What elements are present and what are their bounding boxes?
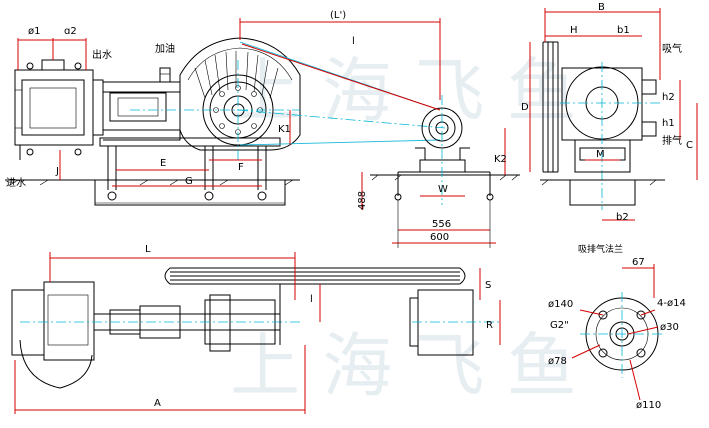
flange-detail: 吸排气法兰 67 ø140 4-ø14 G2" ø30 ø78 ø110 (548, 243, 686, 411)
label-488: 488 (357, 191, 368, 210)
label-S: S (485, 280, 491, 291)
label-b2: b2 (616, 212, 629, 223)
side-dimensions: B H b1 吸气 D h2 h1 C 排气 M b2 (521, 2, 698, 223)
label-exhaust2: 排气 (662, 134, 682, 147)
label-G2: G2" (550, 320, 569, 331)
flange-title: 吸排气法兰 (578, 243, 623, 255)
label-C: C (686, 140, 693, 151)
label-b1: b1 (617, 25, 630, 36)
watermark-top: 上 海 飞 鱼 (230, 50, 577, 132)
watermark: 上 海 飞 鱼 上 海 飞 鱼 (230, 50, 577, 407)
label-F: F (238, 162, 244, 173)
label-600: 600 (430, 232, 449, 243)
label-inlet: 进水 (6, 177, 26, 189)
front-view (5, 37, 520, 206)
label-78: ø78 (548, 356, 567, 367)
label-a2: ɑ2 (64, 26, 77, 37)
label-outlet: 出水 (92, 48, 112, 61)
top-dimensions: L S l R A (14, 244, 501, 414)
label-R: R (486, 320, 493, 331)
label-l-bottom: l (310, 294, 313, 305)
label-J: J (55, 166, 59, 177)
label-30: ø30 (660, 322, 679, 333)
label-67: 67 (632, 257, 645, 268)
label-l-top: l (352, 36, 355, 47)
label-h1: h1 (662, 118, 675, 129)
front-dimensions: ø1 ɑ2 出水 加油 (L') l K1 K2 进水 J E F G W 48… (6, 10, 507, 248)
top-view (11, 267, 500, 389)
label-E: E (160, 158, 166, 169)
label-L-bottom: L (145, 244, 151, 255)
label-110: ø110 (636, 400, 661, 411)
label-exhaust1: 吸气 (662, 42, 682, 55)
label-H: H (570, 25, 578, 36)
label-D: D (521, 102, 529, 113)
label-G: G (185, 176, 193, 187)
label-phi1: ø1 (28, 26, 40, 37)
side-view (540, 41, 665, 210)
label-M: M (596, 149, 605, 160)
label-K1: K1 (278, 124, 291, 135)
label-556: 556 (432, 219, 451, 230)
label-140: ø140 (548, 299, 573, 310)
label-4x14: 4-ø14 (657, 298, 686, 309)
label-L-ref: (L') (330, 10, 346, 21)
label-W: W (438, 184, 448, 195)
label-K2: K2 (494, 154, 507, 165)
label-h2: h2 (662, 92, 675, 103)
label-B: B (598, 2, 605, 13)
label-A: A (154, 398, 161, 409)
watermark-bottom: 上 海 飞 鱼 (230, 325, 577, 407)
label-oil: 加油 (155, 42, 175, 55)
